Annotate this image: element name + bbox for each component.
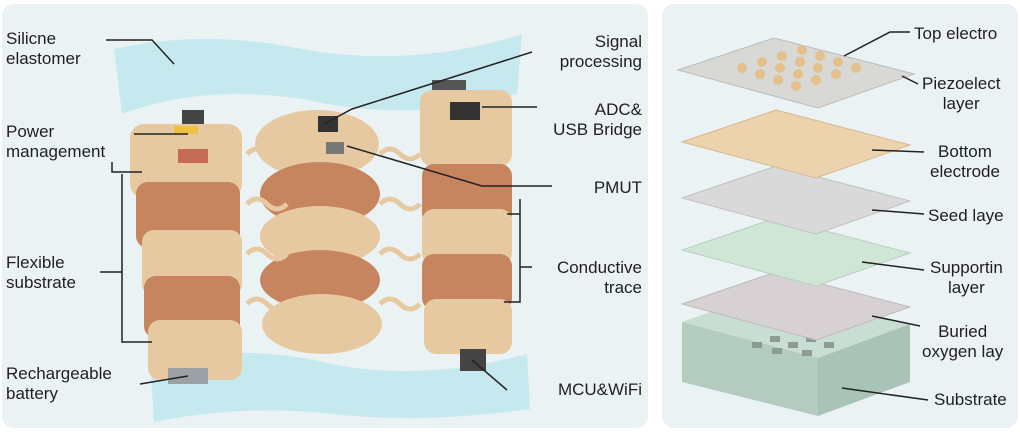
label-adc-usb-bridge: ADC& USB Bridge (553, 100, 642, 139)
device-illustration (100, 34, 552, 422)
label-silicone-elastomer: Silicne elastomer (6, 29, 81, 68)
serpentine-left (245, 146, 289, 312)
seed-layer (680, 165, 912, 235)
label-flexible-substrate: Flexible substrate (6, 253, 76, 292)
label-power-management: Power management (6, 122, 106, 161)
buried-oxygen-layer (680, 271, 912, 341)
label-rechargeable-battery: Rechargeable battery (6, 364, 112, 403)
middle-disc-stack (255, 110, 382, 354)
right-leader-lines (841, 31, 929, 401)
label-buried-oxygen-layer: Buried oxygen lay (922, 322, 1004, 361)
label-top-electrode: Top electro (914, 24, 998, 43)
label-conductive-trace: Conductive trace (556, 258, 642, 297)
label-signal-processing: Signal processing (559, 32, 642, 71)
bottom-electrode-layer (680, 109, 912, 179)
supporting-layer (680, 217, 912, 287)
silicone-top-shell (114, 34, 522, 114)
label-seed-layer: Seed laye (928, 206, 1004, 225)
left-board-stack (130, 110, 242, 384)
serpentine-right (378, 146, 422, 312)
device-exploded-view-panel: Silicne elastomer Power management Flexi… (2, 4, 648, 428)
label-bottom-electrode: Bottom electrode (930, 142, 1000, 181)
pmut-layer-stack-panel: Top electro Piezoelect layer Bottom elec… (662, 4, 1018, 428)
leader-lines (100, 39, 552, 391)
label-substrate: Substrate (934, 390, 1007, 409)
piezo-dots (737, 45, 861, 91)
label-supporting-layer: Supportin layer (930, 258, 1003, 297)
layer-stack-illustration (676, 31, 929, 416)
silicone-bottom-shell (150, 352, 530, 422)
label-piezoelectric-layer: Piezoelect layer (922, 74, 1001, 113)
label-mcu-wifi: MCU&WiFi (557, 380, 642, 399)
label-pmut: PMUT (593, 178, 642, 197)
right-board-stack (420, 80, 512, 371)
